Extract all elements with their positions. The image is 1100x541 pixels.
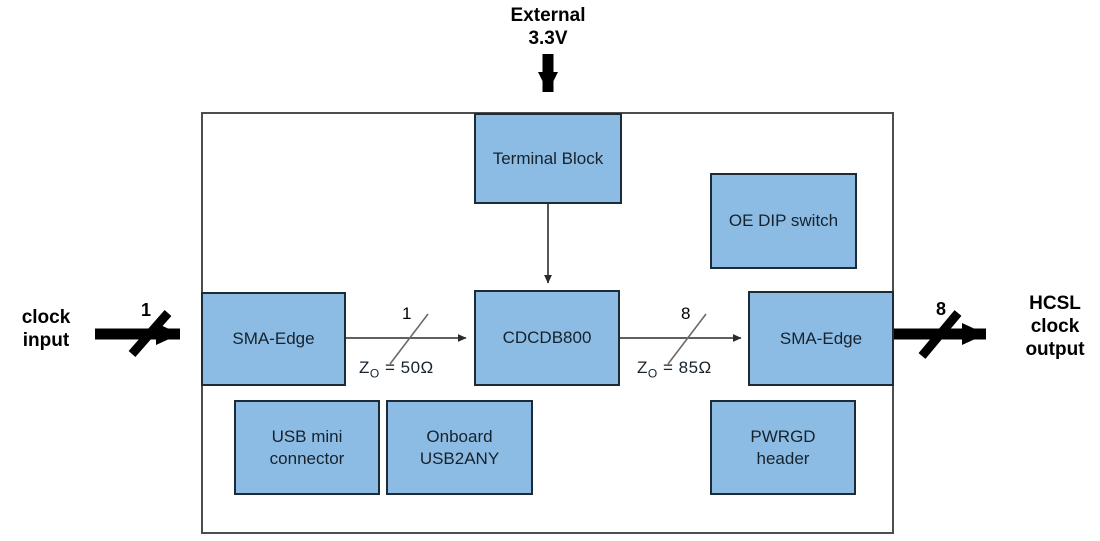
block-sma-edge-input[interactable]: SMA-Edge <box>201 292 346 386</box>
bus-width-clock-output: 8 <box>936 299 947 319</box>
bus-width-sma-to-cdcdb800: 1 <box>402 304 412 323</box>
label-output-trace-impedance: ZO = 85Ω <box>637 358 712 380</box>
impedance-subscript-o-right: O <box>647 366 658 381</box>
impedance-value-right: = 85Ω <box>657 358 712 377</box>
block-pwrgd-header[interactable]: PWRGD header <box>710 400 856 495</box>
block-sma-edge-output[interactable]: SMA-Edge <box>748 291 894 386</box>
impedance-subscript-o-left: O <box>369 366 380 381</box>
bus-width-cdcdb800-to-sma: 8 <box>681 304 691 323</box>
block-usb-mini-connector[interactable]: USB mini connector <box>234 400 380 495</box>
block-cdcdb800[interactable]: CDCDB800 <box>474 290 620 386</box>
label-clock-input: clock input <box>21 307 71 352</box>
impedance-symbol-z-left: Z <box>359 358 370 377</box>
label-hcsl-clock-output: HCSL clock output <box>1025 293 1085 361</box>
label-input-trace-impedance: ZO = 50Ω <box>359 358 434 380</box>
block-onboard-usb2any[interactable]: Onboard USB2ANY <box>386 400 533 495</box>
bus-width-clock-input: 1 <box>141 300 152 320</box>
block-terminal-block[interactable]: Terminal Block <box>474 113 622 204</box>
impedance-value-left: = 50Ω <box>379 358 434 377</box>
wire-clock-input <box>95 310 180 357</box>
impedance-symbol-z-right: Z <box>637 358 648 377</box>
label-external-supply: External 3.3V <box>510 5 586 50</box>
block-oe-dip-switch[interactable]: OE DIP switch <box>710 173 857 269</box>
